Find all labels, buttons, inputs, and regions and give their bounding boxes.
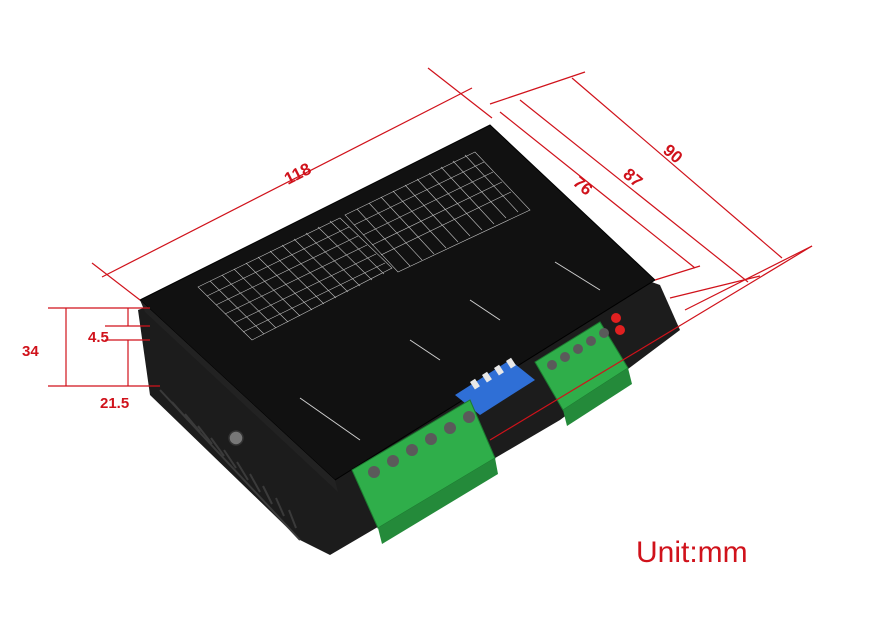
unit-label: Unit:mm: [636, 536, 748, 569]
dim-width-76: 76: [569, 173, 596, 200]
power-terminal-block: [351, 399, 498, 544]
dim-height-34: 34: [22, 343, 39, 360]
current-table: [344, 151, 531, 273]
dim-length-118: 118: [281, 159, 314, 188]
heatsink-fins: [159, 389, 301, 541]
subdivision-table: [197, 217, 393, 341]
signal-terminal-block: [534, 321, 632, 426]
mounting-screw: [228, 430, 244, 446]
printed-labels: [299, 261, 601, 441]
dim-height-21-5: 21.5: [100, 395, 129, 412]
dip-switch: [455, 357, 535, 415]
cover-side: [140, 300, 338, 492]
power-led: [611, 313, 621, 323]
dim-height-4-5: 4.5: [88, 329, 109, 346]
dim-width-90: 90: [659, 141, 686, 168]
dim-width-87: 87: [619, 165, 646, 192]
alarm-led: [615, 325, 625, 335]
dimension-lines: [48, 67, 813, 441]
